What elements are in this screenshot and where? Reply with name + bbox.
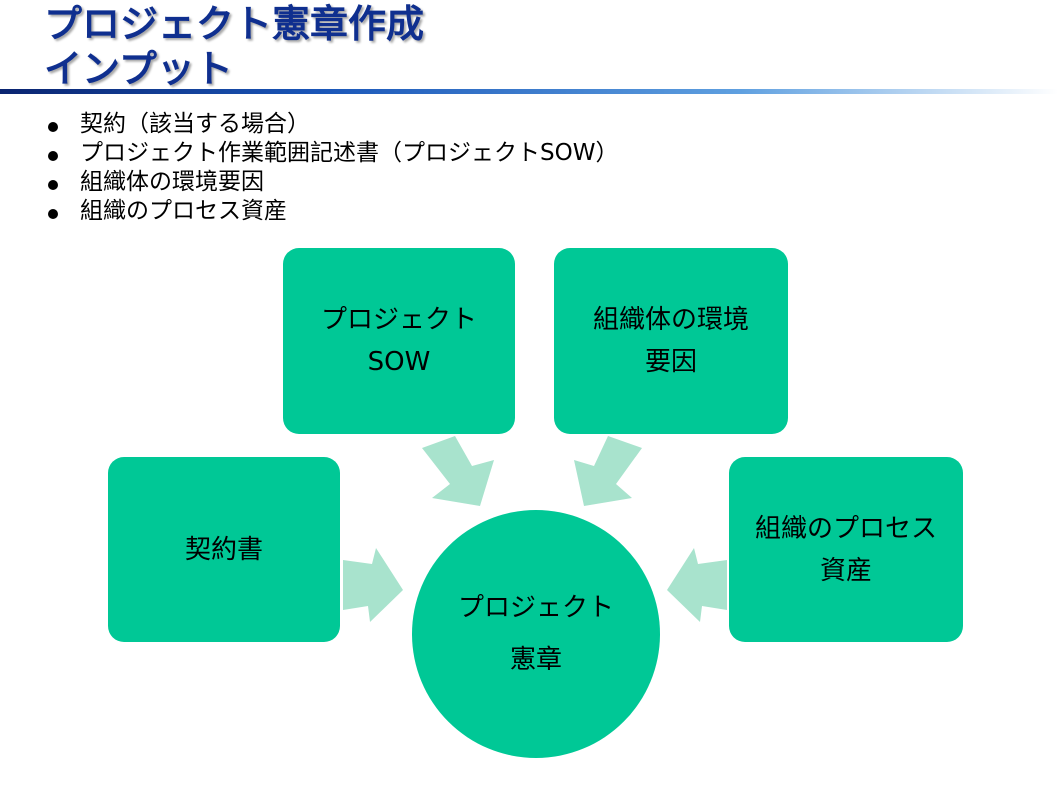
input-list: 契約（該当する場合） プロジェクト作業範囲記述書（プロジェクトSOW） 組織体の… [46,110,618,226]
list-item: 契約（該当する場合） [46,110,618,139]
arrow-contract-to-charter [343,548,403,622]
contract-box: 契約書 [108,457,340,642]
eef-label: 組織体の環境 要因 [592,305,749,377]
opa-box: 組織のプロセス 資産 [729,457,963,642]
charter-circle: プロジェクト 憲章 [412,510,660,758]
charter-label: プロジェクト 憲章 [457,593,614,675]
arrow-eef-to-charter [574,436,642,506]
slide-title: プロジェクト憲章作成 インプット [44,2,424,92]
list-item: 組織体の環境要因 [46,168,618,197]
title-line-2: インプット [44,47,233,91]
arrow-opa-to-charter [667,548,727,622]
opa-label: 組織のプロセス 資産 [754,513,937,586]
list-item: 組織のプロセス資産 [46,197,618,226]
contract-label: 契約書 [184,534,263,565]
arrow-sow-to-charter [422,436,494,506]
title-underline [0,89,1058,94]
title-line-1: プロジェクト憲章作成 [44,2,425,46]
eef-box: 組織体の環境 要因 [554,248,788,434]
sow-box: プロジェクト SOW [283,248,515,434]
sow-label: プロジェクト SOW [320,305,477,377]
list-item: プロジェクト作業範囲記述書（プロジェクトSOW） [46,139,618,168]
